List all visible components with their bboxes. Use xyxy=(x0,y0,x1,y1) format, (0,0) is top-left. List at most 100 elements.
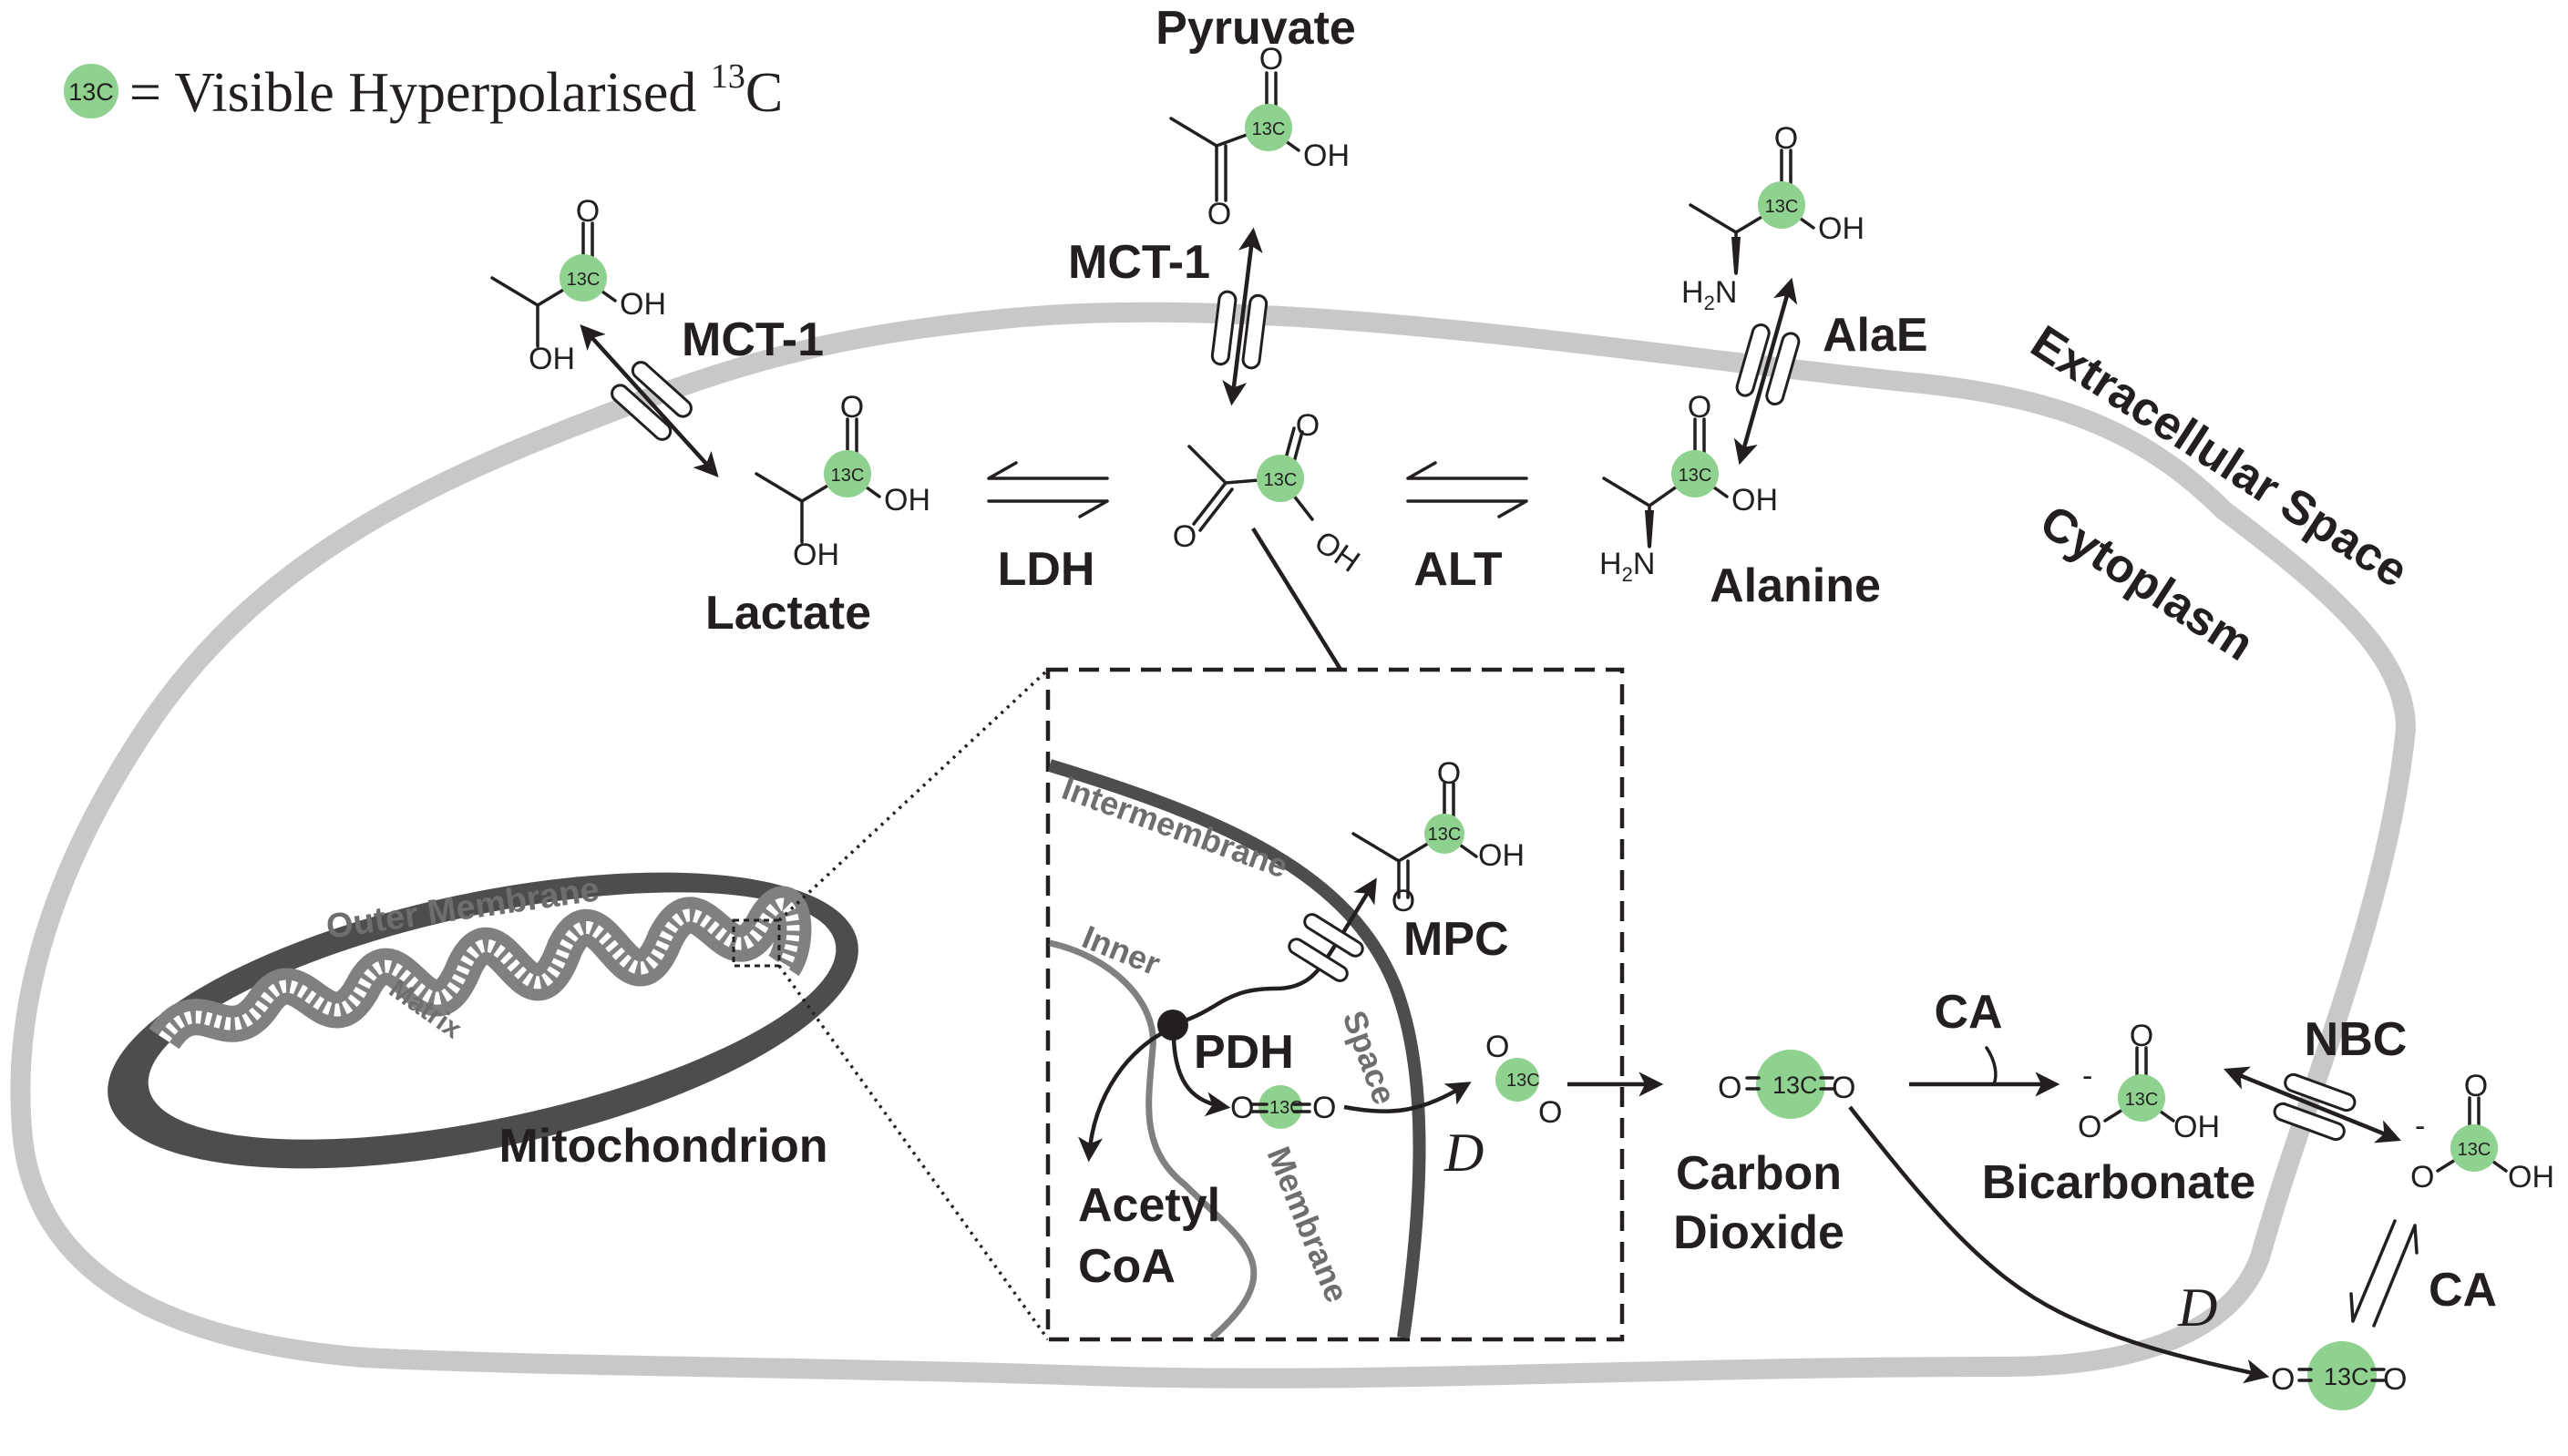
atom-o: O xyxy=(1718,1071,1741,1105)
co2-diffuse-out-arrow xyxy=(1848,1105,2270,1384)
bicarbonate-extracellular-structure: 13C O O - OH xyxy=(2410,1069,2554,1195)
c13-label: 13C xyxy=(2125,1090,2159,1110)
mitochondrion-label: Mitochondrion xyxy=(498,1120,827,1173)
co2-intermembrane-structure: 13C O O xyxy=(1485,1030,1562,1130)
mct1-top-transporter xyxy=(1210,290,1269,370)
atom-o: O xyxy=(1312,1091,1336,1125)
co2-mito-structure: O 13C O xyxy=(1230,1085,1336,1129)
minus-sign: - xyxy=(2082,1059,2092,1093)
zoom-box xyxy=(1045,667,1625,1342)
mct1-top-arrow xyxy=(1222,227,1263,406)
legend-13c: 13C xyxy=(68,78,114,106)
c13-label: 13C xyxy=(2458,1140,2491,1160)
ldh-equilibrium xyxy=(987,461,1109,518)
c13-label: 13C xyxy=(1772,1071,1818,1099)
atom-o: O xyxy=(1259,42,1283,77)
ca-right-label: CA xyxy=(2429,1264,2497,1317)
mct1-left-label: MCT-1 xyxy=(682,313,824,366)
atom-oh: OH xyxy=(1478,838,1525,873)
nbc-arrow xyxy=(2223,1066,2402,1143)
c13-label: 13C xyxy=(1506,1071,1540,1091)
atom-oh: OH xyxy=(2173,1110,2220,1144)
atom-o: O xyxy=(1437,756,1461,791)
nbc-label: NBC xyxy=(2305,1013,2408,1066)
diffusion-mito-label: D xyxy=(1443,1123,1484,1183)
c13-label: 13C xyxy=(1765,197,1799,217)
atom-o: O xyxy=(1485,1030,1509,1064)
c13-label: 13C xyxy=(1269,1098,1303,1118)
atom-o: O xyxy=(1392,884,1415,918)
lactate-extracellular-structure: 13C O OH OH xyxy=(490,194,666,376)
atom-o: O xyxy=(1774,121,1798,156)
pyruvate-extracellular-structure: 13C O O OH xyxy=(1169,42,1350,231)
pdh-to-co2-arrow xyxy=(1171,1038,1231,1117)
atom-oh: OH xyxy=(1731,483,1778,518)
pyruvate-label: Pyruvate xyxy=(1156,2,1356,55)
ca-top-label: CA xyxy=(1934,986,2002,1039)
co2-cytoplasm-structure: O 13C O xyxy=(1718,1050,1855,1119)
alae-transporter xyxy=(1735,323,1801,405)
atom-o: O xyxy=(1296,408,1320,443)
lactate-cytoplasm-structure: 13C O OH OH xyxy=(755,390,930,572)
atom-o: O xyxy=(2130,1019,2153,1053)
bicarbonate-label: Bicarbonate xyxy=(1982,1156,2256,1209)
atom-o: O xyxy=(1230,1091,1254,1125)
atom-oh: OH xyxy=(529,342,575,376)
atom-o: O xyxy=(2271,1362,2295,1397)
bicarbonate-cytoplasm-structure: 13C O O - OH xyxy=(2078,1019,2220,1144)
ldh-label: LDH xyxy=(998,543,1095,596)
atom-oh: OH xyxy=(1818,211,1864,246)
carbon-label: Carbon xyxy=(1676,1147,1842,1200)
atom-o: O xyxy=(1173,519,1197,554)
lactate-label: Lactate xyxy=(705,587,871,640)
c13-label: 13C xyxy=(567,270,601,290)
atom-o: O xyxy=(2410,1160,2434,1195)
pdh-label: PDH xyxy=(1194,1026,1294,1079)
dioxide-label: Dioxide xyxy=(1673,1206,1844,1259)
zoom-inset xyxy=(1047,759,1426,1340)
alanine-cytoplasm-structure: 13C O OH H2N xyxy=(1599,390,1778,586)
alae-label: AlaE xyxy=(1823,309,1928,362)
zoom-source-box xyxy=(732,918,781,968)
atom-o: O xyxy=(1207,197,1231,231)
c13-label: 13C xyxy=(1252,119,1286,139)
atom-o: O xyxy=(2078,1110,2101,1144)
atom-o: O xyxy=(2464,1069,2488,1103)
diffusion-out-label: D xyxy=(2177,1277,2217,1338)
pdh-to-acetylcoa-arrow xyxy=(1078,1027,1170,1163)
mpc-label: MPC xyxy=(1403,913,1509,966)
legend: 13C = Visible Hyperpolarised 13C xyxy=(64,57,783,124)
zoom-line-top xyxy=(777,668,1050,922)
atom-oh: OH xyxy=(793,538,839,572)
pdh-node xyxy=(1157,1010,1188,1041)
atom-oh: OH xyxy=(884,483,930,518)
alanine-extracellular-structure: 13C O OH H2N xyxy=(1681,121,1864,314)
atom-o: O xyxy=(1832,1071,1855,1105)
label-13c-marker xyxy=(64,64,118,118)
atom-h2n: H2N xyxy=(1599,547,1655,586)
atom-oh: OH xyxy=(1303,138,1350,173)
minus-sign: - xyxy=(2415,1109,2425,1143)
alt-label: ALT xyxy=(1413,543,1502,596)
c13-label: 13C xyxy=(1428,825,1462,845)
atom-o: O xyxy=(1688,390,1711,425)
c13-label: 13C xyxy=(1264,470,1298,490)
acetyl-label: Acetyl xyxy=(1078,1179,1220,1232)
alanine-label: Alanine xyxy=(1710,559,1881,612)
mpc-transporter xyxy=(1288,913,1364,982)
atom-oh: OH xyxy=(620,287,666,322)
c13-label: 13C xyxy=(831,466,865,486)
atom-o: O xyxy=(1538,1095,1562,1130)
co2-diffuse-mito-arrow xyxy=(1343,1082,1472,1113)
pyruvate-mpc-structure: 13C O O OH xyxy=(1351,756,1525,918)
ca-equilibrium xyxy=(2349,1219,2419,1328)
atom-oh: OH xyxy=(1308,524,1366,579)
legend-text: = Visible Hyperpolarised 13C xyxy=(129,57,783,124)
co2-extracellular-structure: O 13C O xyxy=(2271,1341,2407,1410)
mct1-left-transporter xyxy=(611,361,693,441)
atom-o: O xyxy=(576,194,600,229)
mitochondrion xyxy=(108,872,858,1169)
c13-label: 13C xyxy=(1679,466,1712,486)
atom-h2n: H2N xyxy=(1681,275,1737,314)
